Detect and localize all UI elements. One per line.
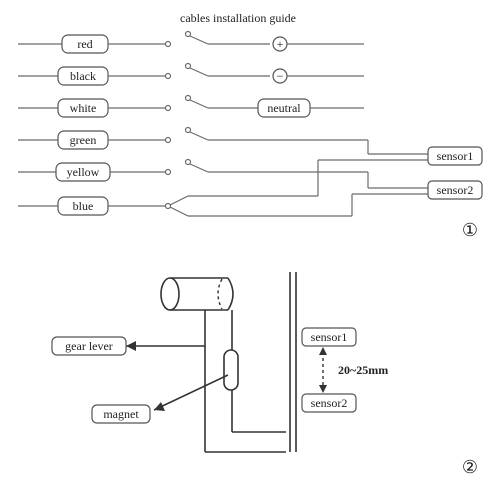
magnet-shape (223, 349, 239, 391)
wire-row-blue: blue (18, 159, 428, 217)
wire-label-blue: blue (73, 199, 94, 213)
wire-row-green: green (18, 126, 428, 155)
mount-sensor2-box (301, 393, 357, 413)
mount-sensor1-label: sensor1 (311, 330, 348, 344)
gear-lever-handle (160, 277, 234, 311)
wire-row-yellow: yellow (18, 158, 428, 189)
wiring-panel: red + black − whit (18, 30, 483, 240)
wire-label-white: white (70, 101, 97, 115)
gear-lever-box (51, 336, 127, 356)
sensor1-box (427, 146, 483, 166)
gear-lever-label: gear lever (65, 339, 113, 353)
wire-row-black: black − (18, 62, 364, 86)
magnet-label: magnet (103, 407, 139, 421)
mounting-panel: gear lever magnet sensor1 sensor2 20~25m… (51, 272, 478, 477)
positive-sign: + (277, 37, 284, 51)
distance-label: 20~25mm (338, 363, 388, 377)
mount-sensor1-box (301, 327, 357, 347)
wire-label-black: black (70, 69, 96, 83)
negative-sign: − (277, 69, 284, 83)
magnet-arrow (153, 374, 229, 411)
sensor2-box (427, 180, 483, 200)
neutral-terminal-label: neutral (267, 101, 301, 115)
sensor2-label: sensor2 (437, 183, 474, 197)
figure-number-2: ② (462, 457, 478, 477)
magnet-box (91, 404, 151, 424)
wire-label-yellow: yellow (67, 165, 100, 179)
wire-row-white: white neutral (18, 94, 364, 118)
mount-sensor2-label: sensor2 (311, 396, 348, 410)
sensor1-label: sensor1 (437, 149, 474, 163)
wire-label-red: red (77, 37, 92, 51)
wire-label-green: green (70, 133, 97, 147)
wire-row-red: red + (18, 30, 364, 54)
figure-number-1: ① (462, 220, 478, 240)
diagram-title: cables installation guide (180, 11, 296, 25)
